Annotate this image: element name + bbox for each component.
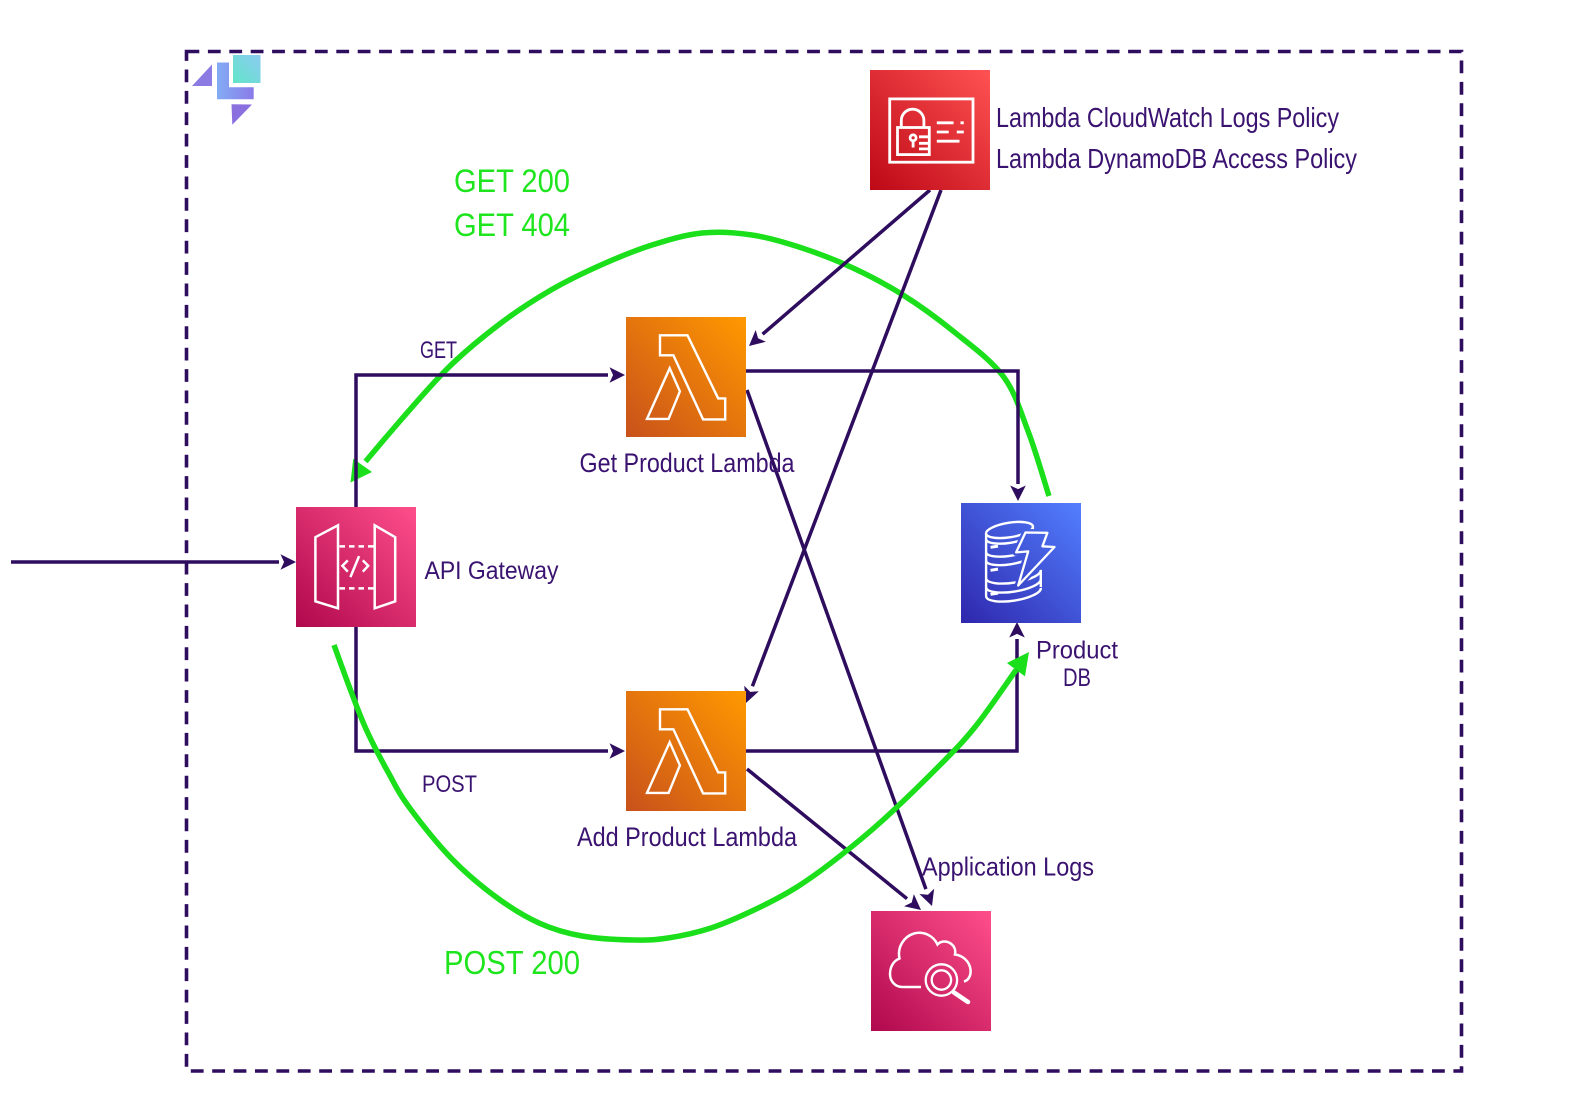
svg-text:POST 200: POST 200 bbox=[444, 944, 580, 981]
svg-text:API Gateway: API Gateway bbox=[425, 557, 559, 585]
svg-text:Product: Product bbox=[1036, 637, 1118, 665]
svg-text:GET 200: GET 200 bbox=[454, 163, 570, 199]
svg-text:Add Product Lambda: Add Product Lambda bbox=[577, 822, 798, 852]
svg-text:Get Product Lambda: Get Product Lambda bbox=[580, 448, 796, 478]
svg-text:Lambda CloudWatch Logs Policy: Lambda CloudWatch Logs Policy bbox=[996, 102, 1339, 133]
svg-text:DB: DB bbox=[1063, 664, 1091, 692]
svg-text:Application Logs: Application Logs bbox=[922, 852, 1094, 882]
svg-text:GET: GET bbox=[420, 337, 457, 364]
svg-text:Lambda DynamoDB Access Policy: Lambda DynamoDB Access Policy bbox=[996, 143, 1357, 174]
svg-text:GET 404: GET 404 bbox=[454, 207, 570, 243]
svg-text:POST: POST bbox=[422, 771, 477, 798]
